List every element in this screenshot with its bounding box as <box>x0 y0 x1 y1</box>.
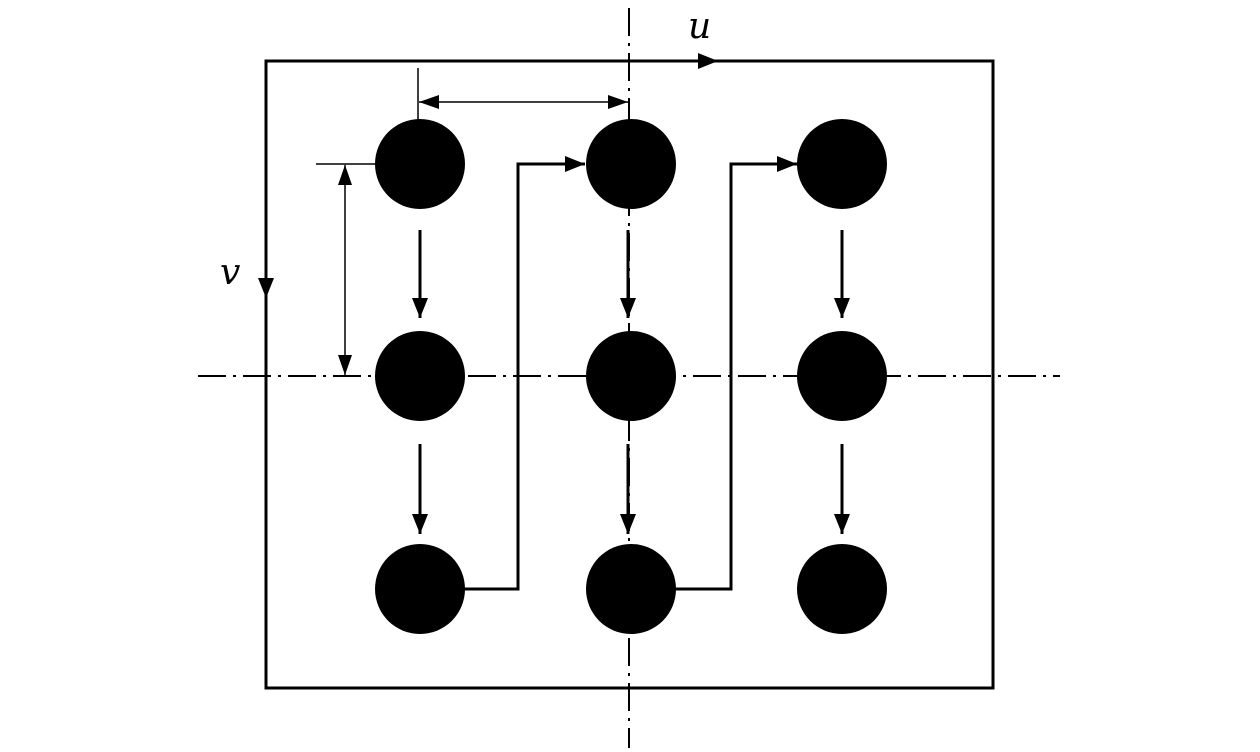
column-transition-path <box>464 156 585 591</box>
sampling-point <box>586 331 676 421</box>
sampling-point <box>375 331 465 421</box>
sampling-point <box>586 119 676 209</box>
sampling-points <box>375 119 887 634</box>
column-transition-path <box>675 156 797 591</box>
column-scan-arrows <box>412 230 850 534</box>
u-axis-label: u <box>688 6 711 47</box>
sampling-point <box>375 119 465 209</box>
v-axis-label: v <box>220 252 240 293</box>
sampling-point <box>797 544 887 634</box>
sampling-point <box>375 544 465 634</box>
sampling-point <box>797 331 887 421</box>
sampling-point <box>586 544 676 634</box>
sampling-point <box>797 119 887 209</box>
